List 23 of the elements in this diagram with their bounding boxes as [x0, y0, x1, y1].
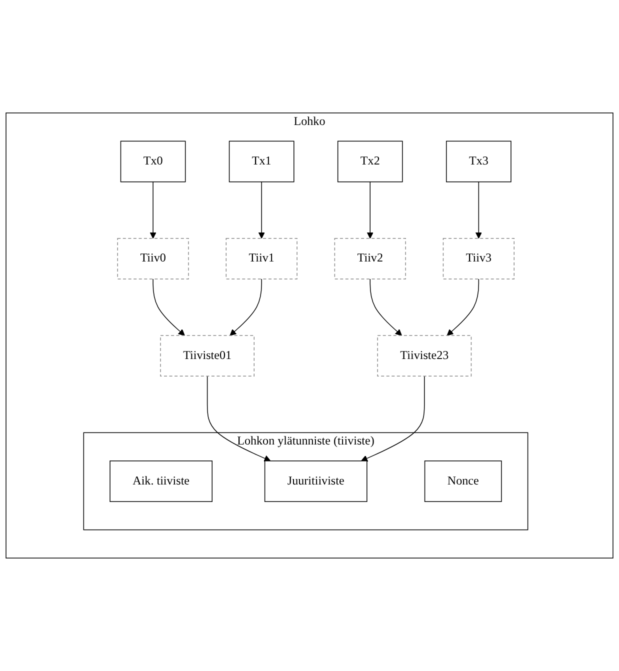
node-box: Tiiviste23	[377, 335, 472, 377]
arrow	[206, 376, 271, 462]
arrow	[370, 278, 402, 336]
node-box: Tiiv0	[117, 238, 189, 280]
arrow	[150, 181, 156, 239]
node-box: Tx0	[120, 140, 186, 182]
node-box: Juuritiiviste	[264, 460, 368, 502]
node-box: Nonce	[424, 460, 502, 502]
node-box: Tx1	[228, 140, 294, 182]
node-box: Tx3	[446, 140, 512, 182]
node-box: Tiiv3	[442, 238, 514, 280]
node-box: Tiiv1	[226, 238, 298, 280]
node-box: Tiiviste01	[160, 335, 255, 377]
arrow	[230, 278, 262, 336]
node-box: Tiiv2	[334, 238, 406, 280]
node-box: Tx2	[337, 140, 403, 182]
arrow	[152, 278, 185, 336]
arrow	[361, 376, 425, 462]
arrow	[366, 181, 374, 239]
arrow	[475, 181, 482, 239]
node-box: Aik. tiiviste	[110, 460, 213, 502]
arrow	[258, 181, 265, 239]
arrow	[446, 278, 480, 336]
